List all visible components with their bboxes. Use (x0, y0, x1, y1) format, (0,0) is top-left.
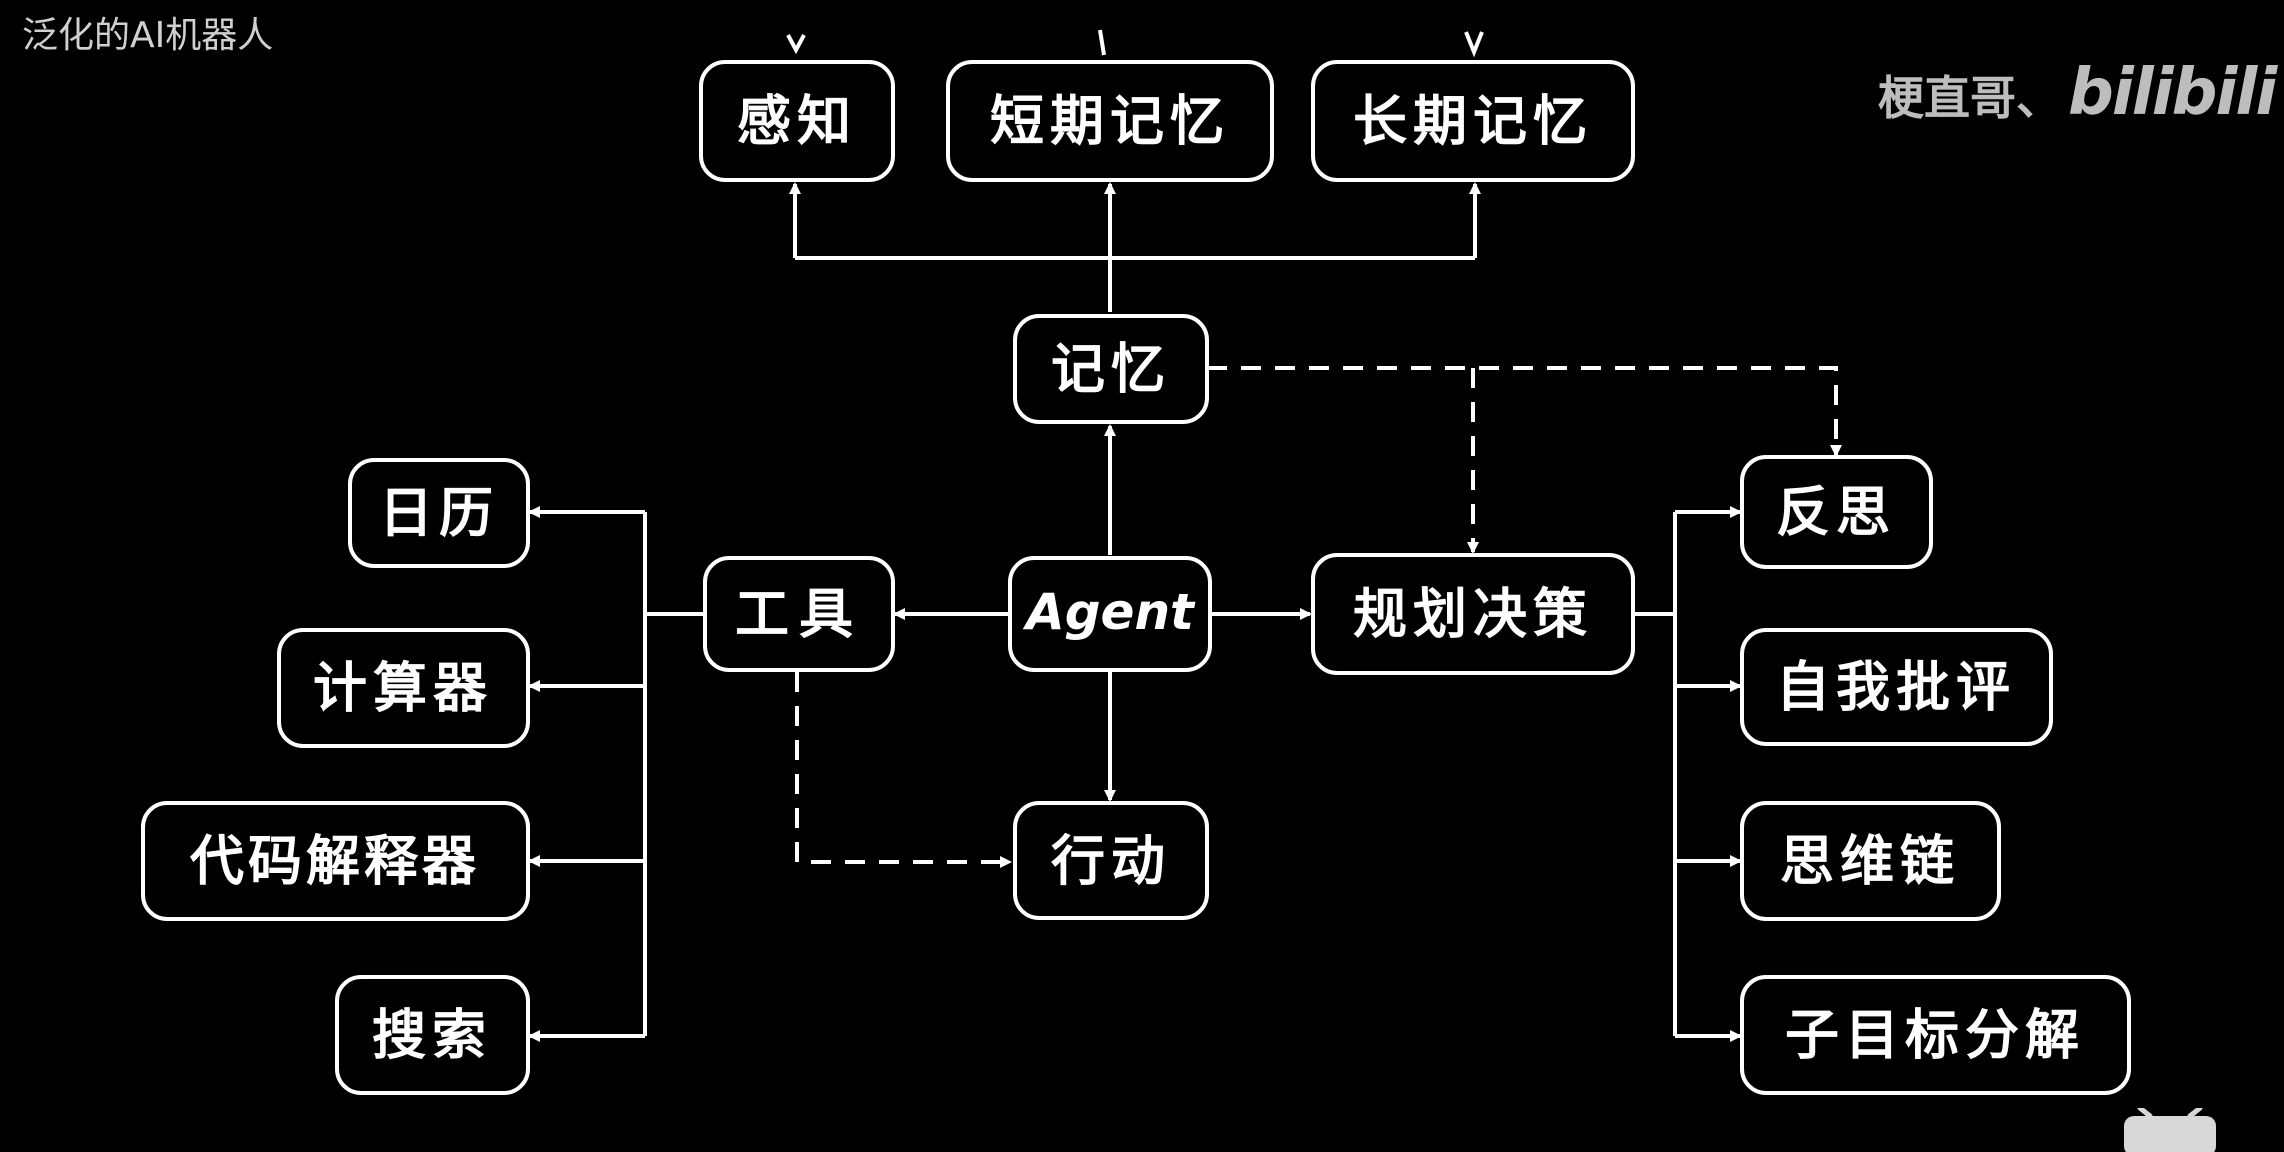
node-short-term-memory-label: 短期记忆 (990, 90, 1230, 153)
node-reflection-box (1740, 455, 1933, 569)
node-self-criticism-box (1740, 628, 2053, 746)
node-code-interpreter-box (141, 801, 530, 921)
node-calendar-label: 日历 (379, 482, 499, 545)
watermark-brand-logo: bilibili (2068, 56, 2277, 130)
node-chain-of-thought-box (1740, 801, 2001, 921)
node-agent-label: Agent (1022, 583, 1196, 641)
node-memory-box (1013, 314, 1209, 424)
node-planning-box (1311, 553, 1635, 675)
node-memory-label: 记忆 (1051, 338, 1171, 401)
node-long-term-memory-box (1311, 60, 1635, 182)
node-perception-box (699, 60, 895, 182)
watermark: 梗直哥、bilibili (1878, 56, 2277, 130)
node-subgoal-label: 子目标分解 (1785, 1004, 2085, 1067)
edge-memory-to-reflection-dashed (1207, 366, 1842, 457)
top-fragment-3 (1464, 31, 1484, 58)
node-chain-of-thought-label: 思维链 (1780, 830, 1960, 893)
tv-icon (2124, 1108, 2216, 1152)
node-search-box (335, 975, 530, 1095)
node-action-label: 行动 (1051, 830, 1171, 893)
node-calculator-box (277, 628, 530, 748)
node-calendar-box (348, 458, 530, 568)
node-calculator-label: 计算器 (313, 657, 493, 720)
node-agent-box (1008, 556, 1212, 672)
node-search-label: 搜索 (372, 1004, 492, 1067)
node-self-criticism-label: 自我批评 (1776, 656, 2016, 719)
node-subgoal-box (1740, 975, 2131, 1095)
top-fragment-2 (1098, 29, 1106, 56)
node-planning-label: 规划决策 (1353, 583, 1593, 646)
node-short-term-memory-box (946, 60, 1274, 182)
page-title: 泛化的AI机器人 (22, 15, 274, 56)
node-reflection-label: 反思 (1776, 481, 1896, 544)
node-code-interpreter-label: 代码解释器 (189, 830, 480, 893)
node-long-term-memory-label: 长期记忆 (1353, 90, 1593, 153)
node-tools-label: 工具 (735, 583, 863, 646)
edge-tools-to-action-dashed (795, 672, 1012, 868)
watermark-author: 梗直哥、 (1878, 71, 2062, 125)
node-action-box (1013, 801, 1209, 920)
top-fragment-1 (786, 34, 806, 55)
node-tools-box (703, 556, 895, 672)
node-perception-label: 感知 (737, 90, 857, 153)
